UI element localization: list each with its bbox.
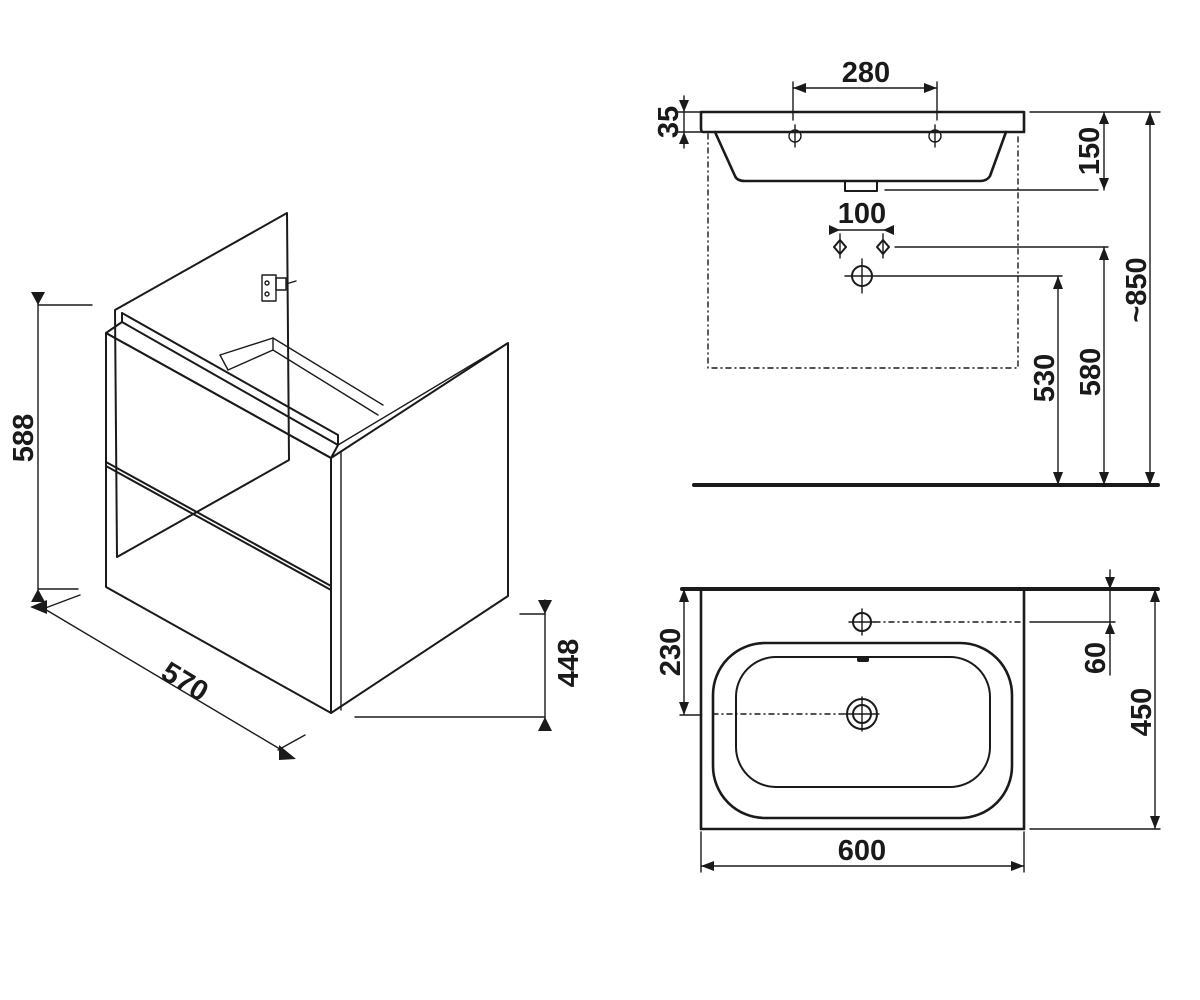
- dimension-150: 150: [884, 111, 1161, 191]
- dimension-280: 280: [792, 57, 938, 121]
- drain-hole: [844, 696, 880, 732]
- dimension-label-570: 570: [156, 656, 214, 708]
- dimension-530: 530: [878, 275, 1063, 486]
- tap-hole-right: [928, 124, 942, 148]
- dimension-label-600: 600: [838, 835, 886, 867]
- dimension-label-588: 588: [8, 414, 40, 462]
- dimension-450: 450: [1029, 588, 1161, 830]
- dimension-100: 100: [829, 198, 894, 235]
- dimension-850: ~850: [1121, 111, 1155, 486]
- trap-fitting-left: [833, 233, 847, 259]
- dimension-570: 570: [30, 594, 306, 760]
- dimension-label-280: 280: [842, 57, 890, 89]
- drawer-split-line: [105, 461, 332, 587]
- basin-side-view: [692, 110, 1160, 487]
- drawer-rail: [227, 349, 379, 416]
- overflow-slot: [857, 657, 869, 662]
- dimension-label-150: 150: [1074, 127, 1106, 175]
- basin-bowl-outer: [711, 641, 1014, 820]
- waste-outlet: [844, 258, 880, 294]
- cabinet-back-panel: [114, 212, 290, 558]
- cabinet-side-panel: [330, 342, 509, 714]
- tap-hole-left: [788, 124, 802, 148]
- trap-fitting-right: [876, 233, 890, 259]
- basin-bowl: [713, 130, 1008, 183]
- hinge-bracket: [261, 274, 297, 302]
- cabinet-top-edge: [105, 321, 339, 459]
- dimension-label-530: 530: [1029, 354, 1061, 402]
- dimension-580: 580: [894, 246, 1109, 486]
- basin-top-view: [680, 587, 1160, 831]
- dimension-label-448: 448: [553, 639, 585, 687]
- dimension-label-450: 450: [1126, 688, 1158, 736]
- dimension-600: 600: [700, 831, 1025, 873]
- drawer-rail: [219, 337, 384, 406]
- cabinet-view: [105, 212, 509, 714]
- dimension-label-850: ~850: [1121, 257, 1153, 322]
- basin-rim: [699, 110, 1026, 134]
- dimension-label-230: 230: [655, 628, 687, 676]
- dimension-label-60: 60: [1080, 642, 1112, 674]
- dimension-448: 448: [354, 599, 585, 731]
- dimension-label-100: 100: [838, 198, 886, 230]
- tap-hole: [848, 608, 876, 636]
- dimension-label-580: 580: [1075, 348, 1107, 396]
- dimension-35: 35: [653, 95, 702, 149]
- cabinet-outline: [707, 133, 1019, 369]
- basin-outline: [699, 587, 1026, 831]
- dimension-230: 230: [655, 588, 701, 716]
- dimension-60: 60: [1029, 569, 1116, 676]
- drain-outlet: [844, 180, 878, 192]
- dimension-label-35: 35: [653, 106, 685, 138]
- dimension-588: 588: [8, 292, 93, 602]
